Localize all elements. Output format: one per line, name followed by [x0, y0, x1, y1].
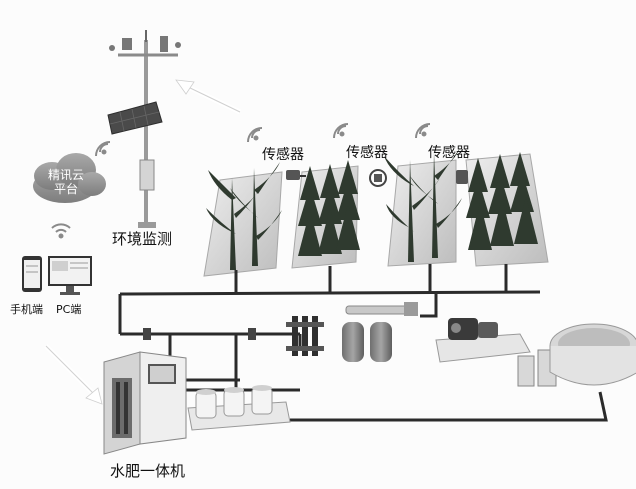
wifi-icon	[247, 127, 263, 143]
monitor-icon	[48, 256, 92, 295]
cloud-platform-line2: 平台	[53, 182, 78, 196]
cloud-platform-label: 精讯云 平台	[36, 168, 96, 196]
cloud-icon	[33, 153, 106, 203]
fertigation-machine-icon	[103, 351, 187, 455]
corn-plants-bed-1	[206, 162, 282, 270]
solar-panel-icon	[107, 101, 163, 135]
planter-bed-1	[203, 171, 283, 277]
corn-plants-bed-3	[384, 148, 462, 262]
cloud-platform-line1: 精讯云	[47, 168, 84, 182]
sensor-label-3: 传感器	[428, 145, 470, 161]
pool-icon	[549, 323, 636, 386]
wifi-icon	[415, 123, 431, 139]
data-flow-arrow-left	[44, 344, 103, 405]
tank-icon	[342, 302, 418, 362]
wifi-icon	[95, 141, 111, 157]
wifi-icon	[333, 123, 349, 139]
sensor-probe-3	[456, 170, 468, 184]
filter-icon	[286, 316, 324, 356]
tree-plants-bed-2	[298, 160, 360, 256]
data-flow-arrow-top	[175, 79, 242, 115]
environment-monitoring-label: 环境监测	[112, 230, 173, 248]
fertilizer-buckets	[187, 385, 291, 431]
phone-icon	[22, 256, 42, 292]
tree-plants-bed-4	[466, 152, 538, 250]
pipe-valve	[143, 328, 256, 340]
mobile-terminal-label: 手机端	[10, 303, 43, 316]
sensor-label-2: 传感器	[346, 145, 388, 161]
weather-station-icon	[109, 30, 181, 228]
planter-bed-3	[387, 159, 457, 267]
pump-icon	[435, 318, 531, 363]
sensor-label-1: 传感器	[262, 147, 304, 163]
sensor-probe-1	[286, 170, 306, 180]
pc-terminal-label: PC端	[56, 303, 82, 316]
sensor-probe-2	[369, 169, 387, 187]
wifi-icon	[51, 223, 71, 239]
fertigation-machine-label: 水肥一体机	[110, 462, 186, 480]
